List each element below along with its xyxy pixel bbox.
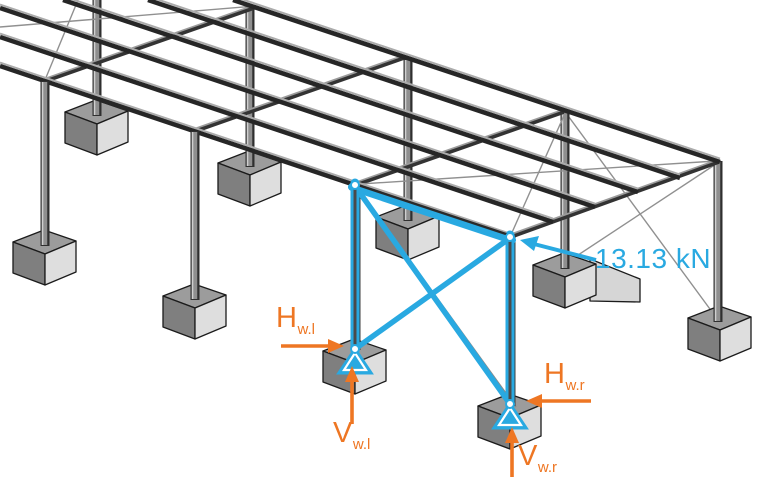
load-value-label: 13.13 kN <box>595 243 712 274</box>
brace-top-beam <box>348 183 516 244</box>
reaction-label-h-left: Hw.l <box>276 302 315 338</box>
reaction-label-v-right: Vw.r <box>518 440 558 476</box>
braced-frame-core-lines <box>351 181 513 402</box>
frame-node-dots <box>350 180 515 409</box>
load-arrow <box>520 236 597 262</box>
arrow-H-right <box>526 394 591 408</box>
support-triangle-right <box>491 401 529 430</box>
arrow-V-left <box>345 366 359 424</box>
reaction-arrows <box>281 339 591 477</box>
columns-front-row <box>40 81 200 300</box>
roof-rafters <box>42 4 719 239</box>
reaction-label-h-right: Hw.r <box>544 358 585 394</box>
reaction-label-v-left: Vw.l <box>333 417 371 453</box>
arrow-V-right <box>505 427 519 477</box>
brace-diagonal-b <box>352 235 513 352</box>
arrow-H-left <box>281 339 344 353</box>
